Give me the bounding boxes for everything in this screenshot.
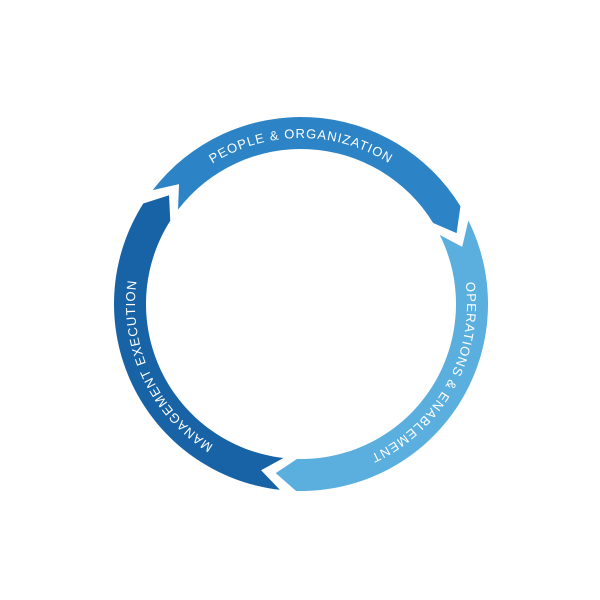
segment-people-organization: [152, 116, 461, 234]
segment-management-execution: [113, 195, 284, 490]
segment-operations-enablement: [275, 220, 488, 492]
